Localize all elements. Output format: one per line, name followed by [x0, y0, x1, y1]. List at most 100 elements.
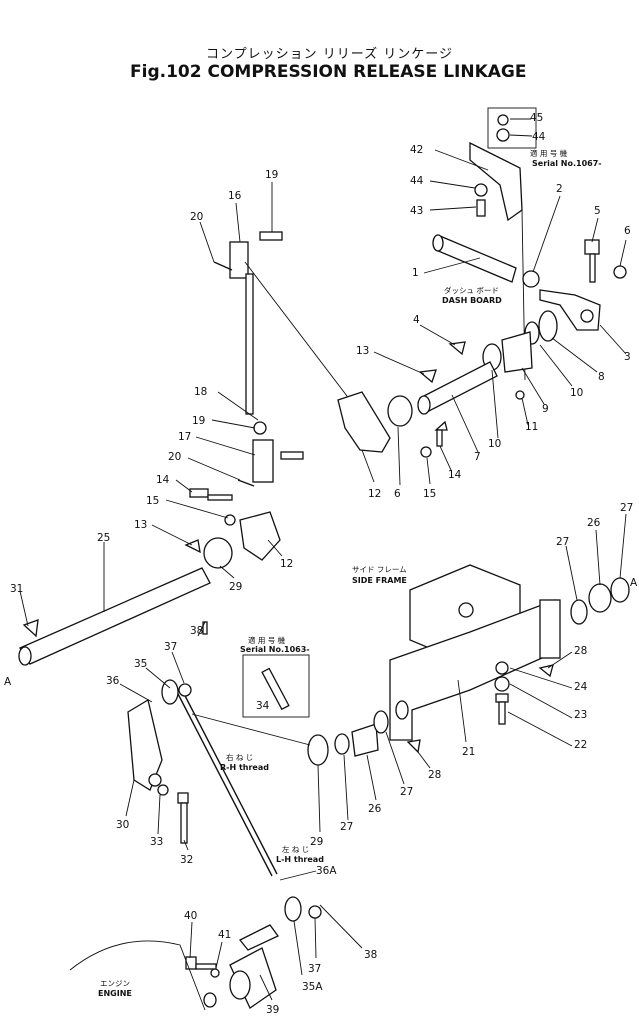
callout: 33 — [150, 794, 163, 848]
svg-text:16: 16 — [228, 190, 242, 202]
rod-34 — [161, 621, 322, 922]
callout: 37 — [164, 641, 185, 684]
bushings-right — [570, 577, 630, 625]
svg-text:13: 13 — [134, 519, 147, 531]
engine-jp: エンジン — [100, 979, 130, 988]
callout: 20 — [190, 211, 215, 263]
svg-text:25: 25 — [97, 532, 110, 544]
svg-text:36A: 36A — [316, 865, 337, 877]
svg-text:28: 28 — [574, 645, 587, 657]
rod-16 — [213, 231, 351, 415]
serial-top: Serial No.1067- — [532, 159, 602, 168]
callout: 28 — [417, 751, 441, 781]
callout: 44 — [410, 175, 476, 189]
svg-text:34: 34 — [256, 700, 270, 712]
bushings-middle — [307, 710, 421, 766]
callout: 6 — [394, 426, 401, 500]
callout: 37 — [308, 917, 321, 975]
bolt-5-nut-6 — [584, 239, 627, 283]
mark-a-left: A — [4, 676, 12, 688]
title-japanese: コンプレッション リリーズ リンケージ — [206, 46, 453, 62]
svg-text:7: 7 — [474, 451, 481, 463]
svg-text:27: 27 — [556, 536, 569, 548]
rh-thread: R-H thread — [220, 763, 269, 772]
callout: 35A — [293, 920, 323, 993]
svg-text:1: 1 — [412, 267, 419, 279]
svg-text:43: 43 — [410, 205, 423, 217]
callout: 35 — [134, 658, 171, 689]
callout: 27 — [619, 502, 633, 579]
callout: 1 — [412, 257, 481, 279]
callout: 25 — [97, 532, 110, 612]
svg-text:15: 15 — [146, 495, 159, 507]
callout: 13 — [356, 345, 425, 375]
callout: 23 — [509, 683, 587, 721]
svg-text:24: 24 — [574, 681, 588, 693]
svg-text:35: 35 — [134, 658, 147, 670]
shaft-1 — [432, 234, 601, 331]
side-frame-21 — [389, 564, 561, 741]
bushings-upper — [417, 310, 558, 415]
side-frame-label: SIDE FRAME — [352, 576, 407, 585]
svg-text:3: 3 — [624, 351, 631, 363]
callout: 29 — [310, 764, 323, 848]
lh-jp: 左 ね じ — [282, 844, 309, 854]
svg-text:19: 19 — [265, 169, 278, 181]
callout: 28 — [547, 645, 587, 669]
callout: 17 — [178, 431, 256, 456]
callout: 38 — [319, 904, 377, 961]
svg-text:32: 32 — [180, 854, 193, 866]
serial-top-jp: 適 用 号 機 — [530, 148, 568, 158]
svg-text:39: 39 — [266, 1004, 279, 1016]
svg-text:6: 6 — [624, 225, 631, 237]
svg-text:37: 37 — [164, 641, 177, 653]
callout: 24 — [509, 667, 588, 693]
title-english: Fig.102 COMPRESSION RELEASE LINKAGE — [130, 62, 527, 82]
svg-text:35A: 35A — [302, 981, 323, 993]
svg-text:10: 10 — [570, 387, 583, 399]
lever-12-upper — [337, 391, 448, 458]
inset-serial-1063 — [242, 654, 310, 718]
serial-mid-jp: 適 用 号 機 — [248, 635, 286, 645]
svg-text:14: 14 — [448, 469, 462, 481]
svg-text:29: 29 — [229, 581, 242, 593]
lever-30 — [127, 698, 189, 844]
svg-text:27: 27 — [620, 502, 633, 514]
svg-text:18: 18 — [194, 386, 207, 398]
svg-text:5: 5 — [594, 205, 601, 217]
callout: 41 — [215, 929, 231, 969]
callout: 15 — [423, 457, 436, 500]
svg-text:37: 37 — [308, 963, 321, 975]
callout: 6 — [619, 225, 631, 267]
callout: 44 — [509, 131, 546, 143]
svg-text:21: 21 — [462, 746, 475, 758]
callout: 26 — [366, 754, 382, 815]
lever-12-lower — [184, 511, 281, 569]
callout: 12 — [267, 539, 293, 570]
callout: 26 — [587, 517, 601, 586]
callout: 2 — [532, 183, 563, 273]
svg-text:30: 30 — [116, 819, 129, 831]
svg-text:27: 27 — [340, 821, 353, 833]
callout: 40 — [184, 910, 197, 959]
callout: 20 — [168, 451, 241, 481]
svg-text:6: 6 — [394, 488, 401, 500]
svg-text:42: 42 — [410, 144, 423, 156]
svg-text:29: 29 — [310, 836, 323, 848]
callout: 8 — [551, 337, 605, 383]
serial-mid: Serial No.1063- — [240, 645, 310, 654]
callout: 10 — [488, 369, 501, 450]
svg-text:19: 19 — [192, 415, 205, 427]
callout: 42 — [410, 144, 489, 171]
callout: 7 — [451, 394, 481, 463]
svg-text:20: 20 — [168, 451, 181, 463]
callout: 21 — [457, 679, 475, 758]
callout: 4 — [413, 314, 456, 346]
svg-text:9: 9 — [542, 403, 549, 415]
callout: 3 — [599, 324, 631, 363]
svg-text:12: 12 — [368, 488, 381, 500]
svg-text:14: 14 — [156, 474, 170, 486]
callout: 19 — [192, 415, 256, 429]
callout: 18 — [194, 386, 259, 421]
washers-23-24 — [494, 661, 554, 725]
